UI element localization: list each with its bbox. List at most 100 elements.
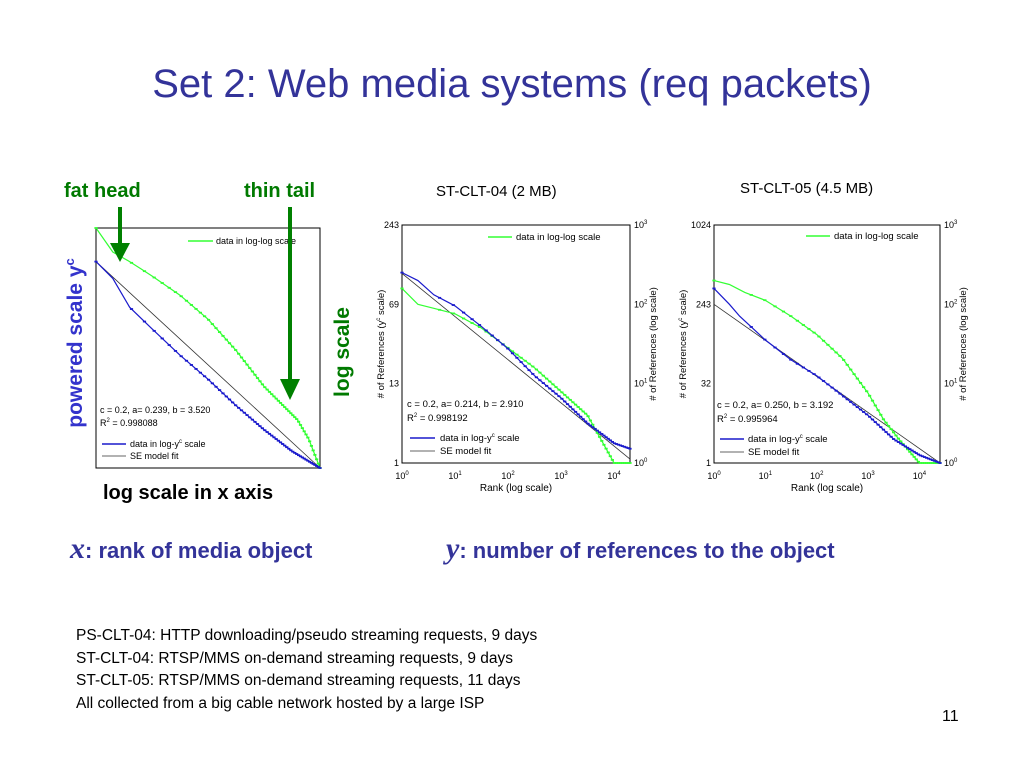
x-axis-note: log scale in x axis <box>103 482 274 504</box>
series-marker <box>922 456 927 458</box>
series-marker <box>554 392 558 395</box>
series-marker <box>916 460 921 463</box>
series-marker <box>565 403 570 406</box>
series-marker <box>534 368 539 371</box>
series-marker <box>884 431 888 433</box>
page-number: 11 <box>942 708 959 725</box>
series-marker <box>807 328 811 330</box>
y-tick-label-left: 1 <box>706 458 711 468</box>
thin-tail-arrowhead <box>280 379 300 400</box>
series-marker <box>781 353 786 355</box>
r2-value: R2 = 0.998192 <box>407 413 468 424</box>
series-marker <box>461 317 466 320</box>
series-marker <box>202 375 207 378</box>
series-marker <box>309 461 313 464</box>
series-marker <box>300 427 304 430</box>
series-marker <box>908 450 912 453</box>
series-marker <box>306 436 310 439</box>
series-marker <box>932 462 936 464</box>
series-marker <box>910 453 914 456</box>
annotation-arrows <box>110 207 300 400</box>
x-tick-label: 103 <box>861 471 875 481</box>
series-marker <box>588 424 593 427</box>
series-marker <box>881 428 886 431</box>
series-marker <box>255 377 260 379</box>
series-marker <box>565 396 570 399</box>
x-tick-label: 103 <box>554 471 568 481</box>
series-marker <box>924 462 929 464</box>
series-marker <box>626 447 630 449</box>
series-marker <box>289 449 293 452</box>
series-marker <box>206 378 211 381</box>
series-marker <box>896 441 901 443</box>
series-marker <box>918 462 923 464</box>
series-marker <box>834 389 838 392</box>
note-line: ST-CLT-05: RTSP/MMS on-demand streaming … <box>76 672 521 689</box>
y-tick-label-right: 102 <box>944 299 958 309</box>
series-marker <box>889 435 893 438</box>
series-marker <box>928 462 933 464</box>
series-marker <box>258 380 262 383</box>
series-marker <box>239 409 244 412</box>
series-marker <box>932 459 936 462</box>
series-marker <box>628 462 632 464</box>
series-marker <box>879 426 883 429</box>
series-marker <box>283 444 287 447</box>
x-definition-text: : rank of media object <box>85 538 313 563</box>
series-marker <box>227 398 232 401</box>
series-marker <box>531 365 535 368</box>
series-marker <box>506 347 510 350</box>
series-marker <box>94 260 98 263</box>
series-marker <box>628 447 632 450</box>
series-marker <box>551 390 555 393</box>
series-marker <box>608 455 612 458</box>
series-marker <box>896 437 901 440</box>
series-marker <box>300 456 304 459</box>
y-variable: y <box>446 532 460 565</box>
series-marker <box>198 311 203 314</box>
series-marker <box>167 344 171 346</box>
series-marker <box>606 437 610 440</box>
series-marker <box>400 271 404 274</box>
series-marker <box>934 462 938 464</box>
series-marker <box>263 429 267 432</box>
series-marker <box>245 414 249 416</box>
series-marker <box>437 296 442 299</box>
x-axis-label: Rank (log scale) <box>480 483 552 494</box>
series-marker <box>849 368 853 371</box>
series-marker <box>274 397 278 400</box>
series-marker <box>912 455 916 458</box>
series-marker <box>842 395 846 398</box>
series-marker <box>276 439 280 442</box>
x-axis-label: Rank (log scale) <box>791 483 863 494</box>
legend-top-text: data in log-log scale <box>216 236 296 246</box>
series-marker <box>285 446 289 449</box>
series-marker <box>593 428 597 430</box>
series-marker <box>618 444 623 447</box>
series-marker <box>838 392 842 395</box>
series-marker <box>557 395 561 398</box>
series-marker <box>862 411 866 413</box>
legend-top: data in log-log scale <box>188 236 296 246</box>
series-marker <box>237 352 241 355</box>
series-marker <box>930 462 935 464</box>
series-marker <box>614 462 619 464</box>
series-marker <box>781 310 786 313</box>
series-marker <box>265 431 269 433</box>
series-marker <box>152 329 156 332</box>
series-marker <box>270 434 274 437</box>
series-marker <box>817 335 821 338</box>
series-marker <box>304 458 308 461</box>
y-tick-label-right: 102 <box>634 299 648 309</box>
note-line: PS-CLT-04: HTTP downloading/pseudo strea… <box>76 627 538 644</box>
y-tick-label-left: 1024 <box>691 220 711 230</box>
legend-top: data in log-log scale <box>488 232 601 243</box>
series-marker <box>316 462 320 465</box>
series-marker <box>908 448 912 451</box>
powered-scale-label: powered scale yc <box>62 258 87 428</box>
series-marker <box>496 339 500 342</box>
series-marker <box>855 377 859 380</box>
series-marker <box>298 424 303 426</box>
x-tick-label: 101 <box>448 471 462 481</box>
series-marker <box>912 450 916 453</box>
